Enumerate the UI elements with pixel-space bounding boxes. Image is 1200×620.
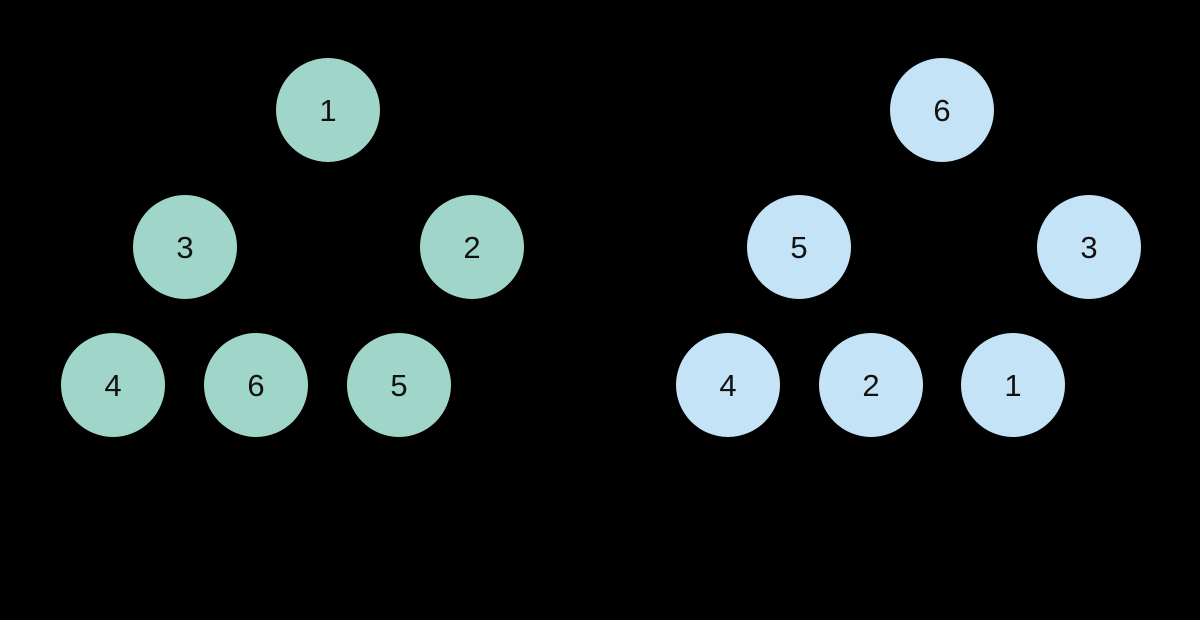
tree-node-label: 1 bbox=[319, 92, 337, 128]
tree-node[interactable]: 2 bbox=[420, 195, 524, 299]
tree-node-label: 4 bbox=[104, 367, 122, 403]
tree-node-label: 2 bbox=[862, 367, 880, 403]
tree-node[interactable]: 4 bbox=[676, 333, 780, 437]
tree-node-label: 5 bbox=[390, 367, 408, 403]
tree-node[interactable]: 1 bbox=[276, 58, 380, 162]
tree-node[interactable]: 5 bbox=[347, 333, 451, 437]
tree-node-label: 3 bbox=[176, 229, 194, 265]
tree-node[interactable]: 3 bbox=[1037, 195, 1141, 299]
tree-node-label: 3 bbox=[1080, 229, 1098, 265]
tree-node[interactable]: 6 bbox=[890, 58, 994, 162]
tree-node[interactable]: 2 bbox=[819, 333, 923, 437]
tree-node-label: 6 bbox=[247, 367, 265, 403]
tree-node[interactable]: 6 bbox=[204, 333, 308, 437]
tree-node-label: 6 bbox=[933, 92, 951, 128]
tree-node[interactable]: 4 bbox=[61, 333, 165, 437]
tree-node[interactable]: 1 bbox=[961, 333, 1065, 437]
tree-node[interactable]: 3 bbox=[133, 195, 237, 299]
tree-node-label: 1 bbox=[1004, 367, 1022, 403]
tree-node-label: 2 bbox=[463, 229, 481, 265]
tree-node-label: 5 bbox=[790, 229, 808, 265]
tree-node[interactable]: 5 bbox=[747, 195, 851, 299]
tree-node-label: 4 bbox=[719, 367, 737, 403]
